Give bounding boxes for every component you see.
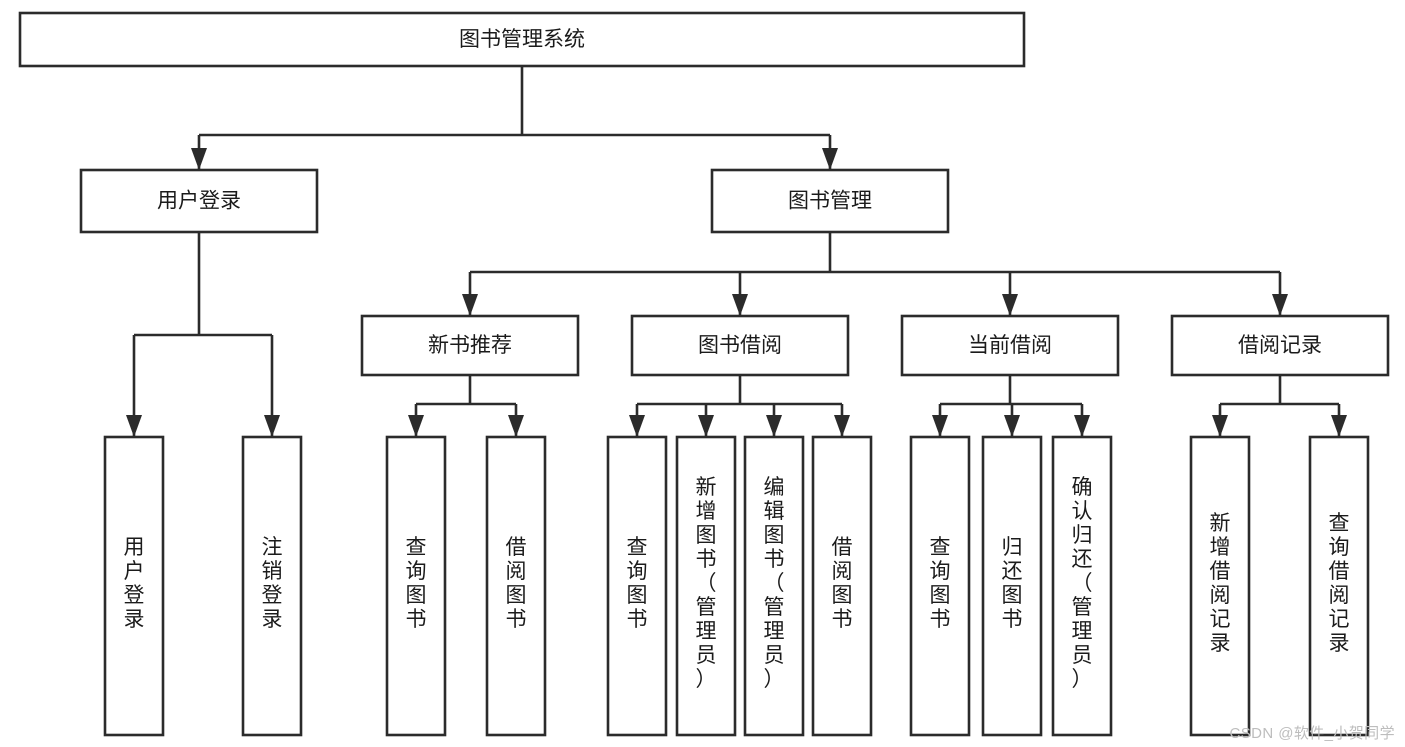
node-leaf-11[interactable]: 新增借阅记录: [1189, 435, 1251, 737]
node-label: 借阅图书: [832, 536, 853, 631]
arrow-head-icon: [1074, 415, 1090, 437]
node-l2-1[interactable]: 图书管理: [710, 168, 950, 234]
node-box: [241, 435, 303, 737]
node-leaf-3[interactable]: 借阅图书: [485, 435, 547, 737]
arrow-head-icon: [264, 415, 280, 437]
node-label: 查询借阅记录: [1329, 512, 1350, 655]
node-layer: 图书管理系统用户登录图书管理新书推荐图书借阅当前借阅借阅记录用户登录注销登录查询…: [18, 11, 1390, 737]
arrow-head-icon: [408, 415, 424, 437]
node-l3-2[interactable]: 当前借阅: [900, 314, 1120, 377]
node-l2-0[interactable]: 用户登录: [79, 168, 319, 234]
node-label: 用户登录: [157, 190, 241, 213]
arrow-head-icon: [1212, 415, 1228, 437]
node-box: [18, 11, 1026, 68]
node-leaf-8[interactable]: 查询图书: [909, 435, 971, 737]
node-box: [811, 435, 873, 737]
arrow-head-icon: [1331, 415, 1347, 437]
connector-layer: [126, 66, 1347, 437]
node-leaf-1[interactable]: 注销登录: [241, 435, 303, 737]
node-box: [630, 314, 850, 377]
node-label: 归还图书: [1002, 536, 1023, 631]
node-box: [606, 435, 668, 737]
node-box: [1170, 314, 1390, 377]
node-label: 查询图书: [930, 536, 951, 631]
node-leaf-10[interactable]: 确认归还（管理员）: [1051, 435, 1113, 737]
node-leaf-12[interactable]: 查询借阅记录: [1308, 435, 1370, 737]
node-box: [485, 435, 547, 737]
node-box: [385, 435, 447, 737]
node-label: 借阅图书: [506, 536, 527, 631]
node-root-0[interactable]: 图书管理系统: [18, 11, 1026, 68]
node-leaf-2[interactable]: 查询图书: [385, 435, 447, 737]
node-box: [981, 435, 1043, 737]
node-box: [103, 435, 165, 737]
node-box: [743, 435, 805, 737]
node-box: [710, 168, 950, 234]
csdn-watermark: CSDN @软件_小贺同学: [1229, 725, 1395, 742]
node-label: 用户登录: [124, 536, 145, 631]
arrow-head-icon: [629, 415, 645, 437]
node-leaf-0[interactable]: 用户登录: [103, 435, 165, 737]
node-label: 图书管理: [788, 190, 872, 213]
node-leaf-5[interactable]: 新增图书（管理员）: [675, 435, 737, 737]
node-box: [1051, 435, 1113, 737]
node-leaf-4[interactable]: 查询图书: [606, 435, 668, 737]
node-label: 编辑图书（管理员）: [764, 476, 785, 691]
node-label: 查询图书: [406, 536, 427, 631]
node-box: [1308, 435, 1370, 737]
node-l3-0[interactable]: 新书推荐: [360, 314, 580, 377]
arrow-head-icon: [1004, 415, 1020, 437]
node-label: 图书借阅: [698, 334, 782, 357]
node-l3-1[interactable]: 图书借阅: [630, 314, 850, 377]
node-label: 新书推荐: [428, 334, 512, 357]
arrow-head-icon: [822, 148, 838, 170]
node-box: [1189, 435, 1251, 737]
node-box: [79, 168, 319, 234]
node-label: 注销登录: [262, 536, 283, 631]
arrow-head-icon: [1272, 294, 1288, 316]
node-label: 查询图书: [627, 536, 648, 631]
node-label: 图书管理系统: [459, 28, 585, 51]
arrow-head-icon: [1002, 294, 1018, 316]
node-label: 当前借阅: [968, 334, 1052, 357]
node-label: 确认归还（管理员）: [1072, 476, 1093, 691]
node-leaf-6[interactable]: 编辑图书（管理员）: [743, 435, 805, 737]
node-leaf-9[interactable]: 归还图书: [981, 435, 1043, 737]
node-leaf-7[interactable]: 借阅图书: [811, 435, 873, 737]
arrow-head-icon: [191, 148, 207, 170]
arrow-head-icon: [732, 294, 748, 316]
arrow-head-icon: [698, 415, 714, 437]
node-box: [909, 435, 971, 737]
node-label: 新增图书（管理员）: [696, 476, 717, 691]
node-l3-3[interactable]: 借阅记录: [1170, 314, 1390, 377]
node-label: 借阅记录: [1238, 334, 1322, 357]
node-label: 新增借阅记录: [1210, 512, 1231, 655]
arrow-head-icon: [766, 415, 782, 437]
arrow-head-icon: [462, 294, 478, 316]
node-box: [360, 314, 580, 377]
arrow-head-icon: [126, 415, 142, 437]
arrow-head-icon: [508, 415, 524, 437]
arrow-head-icon: [932, 415, 948, 437]
arrow-head-icon: [834, 415, 850, 437]
node-box: [900, 314, 1120, 377]
node-box: [675, 435, 737, 737]
